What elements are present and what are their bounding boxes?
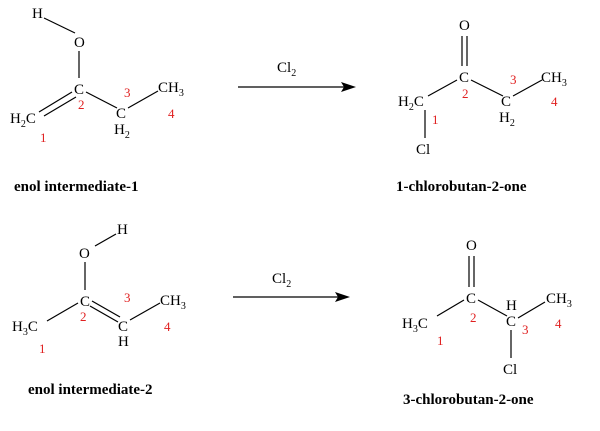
locant-2: 2 [462, 86, 469, 101]
locant-2: 2 [80, 309, 87, 324]
bond-c2-c3 [85, 91, 118, 109]
1-chlorobutan-2-one-structure: O C 2 H2C 1 Cl C H2 3 CH3 4 [398, 18, 567, 158]
bond-h-o [43, 17, 76, 34]
atom-ch3: CH3 [160, 293, 186, 312]
reaction-2-arrow: Cl2 [233, 271, 350, 302]
locant-4: 4 [555, 316, 562, 331]
enol-intermediate-1-structure: H O C 2 H2C 1 C H2 3 CH3 4 [10, 6, 184, 145]
locant-3: 3 [124, 290, 131, 305]
bond-c1-c2-double-b [43, 96, 77, 117]
locant-1: 1 [39, 341, 46, 356]
locant-1: 1 [437, 333, 444, 348]
bond-c3-c4 [127, 90, 159, 109]
arrow-head-1 [341, 82, 356, 92]
atom-o-carbonyl: O [466, 238, 477, 254]
locant-2: 2 [470, 310, 477, 325]
atom-c3: C [116, 106, 126, 122]
enol-intermediate-2-structure: H O C 2 H3C 1 C H 3 CH3 4 [12, 222, 186, 356]
atom-o: O [74, 35, 85, 51]
atom-c3: C [506, 314, 516, 330]
atom-h3c: H3C [12, 319, 38, 338]
reaction-1-arrow: Cl2 [238, 60, 356, 92]
bond-c2-c3-double-b [89, 305, 119, 323]
atom-c3-h: H [506, 298, 517, 314]
atom-c3-h2: H2 [499, 110, 515, 129]
locant-3: 3 [522, 322, 529, 337]
atom-h2c: H2C [398, 94, 424, 113]
bond-c1-c2 [427, 79, 458, 97]
locant-1: 1 [432, 112, 439, 127]
atom-c3-h2: H2 [114, 122, 130, 141]
bond-c1-c2 [46, 302, 79, 322]
bond-c2-c3-double-a [91, 300, 121, 318]
atom-cl: Cl [416, 142, 430, 158]
atom-h-hydroxyl: H [32, 6, 43, 22]
atom-ch3: CH3 [541, 70, 567, 89]
atom-ch3: CH3 [546, 291, 572, 310]
3-chlorobutan-2-one-structure: O C 2 H3C 1 H C 3 Cl CH3 4 [402, 238, 572, 378]
bond-h-o [94, 233, 117, 247]
locant-4: 4 [551, 94, 558, 109]
atom-h3c: H3C [402, 316, 428, 335]
reagent-cl2-1: Cl2 [277, 60, 296, 79]
arrow-head-2 [335, 292, 350, 302]
atom-c2: C [459, 70, 469, 86]
atom-h-hydroxyl: H [117, 222, 128, 238]
atom-c2: C [80, 294, 90, 310]
atom-h2c: H2C [10, 111, 36, 130]
locant-4: 4 [168, 106, 175, 121]
atom-c2: C [74, 82, 84, 98]
atom-ch3: CH3 [158, 80, 184, 99]
label-3-chlorobutan-2-one: 3-chlorobutan-2-one [403, 392, 534, 408]
bond-c3-c4 [129, 302, 161, 321]
atom-o: O [79, 246, 90, 262]
atom-c3: C [501, 94, 511, 110]
label-enol-intermediate-2: enol intermediate-2 [28, 382, 153, 398]
atom-c2: C [466, 291, 476, 307]
bond-c2-c3 [477, 299, 508, 317]
locant-2: 2 [78, 97, 85, 112]
bond-c1-c2 [436, 299, 465, 317]
locant-4: 4 [164, 319, 171, 334]
bond-c2-c3 [470, 79, 504, 97]
bond-c3-c4 [512, 79, 543, 97]
label-enol-intermediate-1: enol intermediate-1 [14, 179, 139, 195]
atom-o-carbonyl: O [459, 18, 470, 34]
bond-c3-c4 [517, 301, 546, 319]
atom-c3: C [118, 319, 128, 335]
bond-c1-c2-double-a [38, 91, 73, 113]
locant-3: 3 [510, 72, 517, 87]
locant-3: 3 [124, 85, 131, 100]
reagent-cl2-2: Cl2 [272, 271, 291, 290]
atom-cl: Cl [503, 362, 517, 378]
locant-1: 1 [40, 130, 47, 145]
label-1-chlorobutan-2-one: 1-chlorobutan-2-one [396, 179, 527, 195]
atom-c3-h: H [118, 334, 129, 350]
